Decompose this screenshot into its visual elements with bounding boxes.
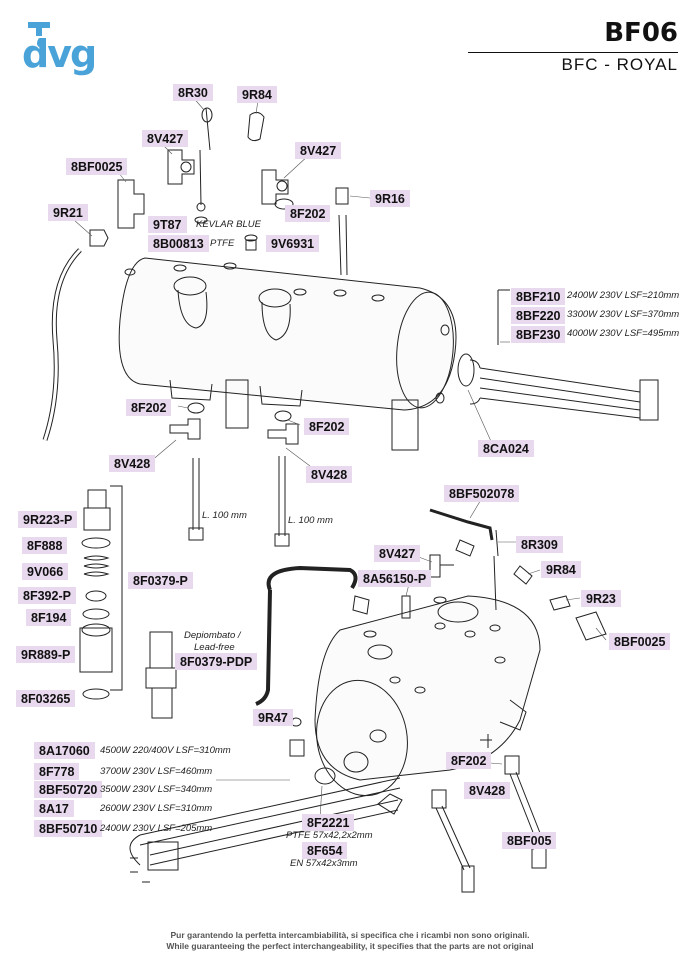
part-label-8CA024: 8CA024 <box>478 440 534 457</box>
note-8A17060: 4500W 220/400V LSF=310mm <box>100 745 231 756</box>
lower-boiler <box>129 508 607 893</box>
note-kevlar-blue: KEVLAR BLUE <box>196 219 261 230</box>
part-label-8F194: 8F194 <box>26 609 72 626</box>
part-label-8F888: 8F888 <box>22 537 68 554</box>
part-label-8F0379-PDP: 8F0379-PDP <box>175 653 258 670</box>
note-8BF210: 2400W 230V LSF=210mm <box>567 290 680 301</box>
part-label-8R30: 8R30 <box>173 84 213 101</box>
note-8F2221: PTFE 57x42,2x2mm <box>286 830 373 841</box>
part-label-8BF210: 8BF210 <box>511 288 566 305</box>
part-label-9V6931: 9V6931 <box>266 235 320 252</box>
part-label-8B00813: 8B00813 <box>148 235 209 252</box>
part-label-8F392-P: 8F392-P <box>18 587 76 604</box>
part-label-8BF50710: 8BF50710 <box>34 820 103 837</box>
note-8F778: 3700W 230V LSF=460mm <box>100 766 213 777</box>
note-8F654: EN 57x42x3mm <box>290 858 358 869</box>
part-label-8F202: 8F202 <box>285 205 331 222</box>
part-label-9V066: 9V066 <box>22 563 69 580</box>
part-label-8BF005: 8BF005 <box>502 832 557 849</box>
part-label-8V427: 8V427 <box>295 142 342 159</box>
note-depiombato: Depiombato / <box>184 630 241 641</box>
part-label-8F778: 8F778 <box>34 763 80 780</box>
part-label-8F654: 8F654 <box>302 842 348 859</box>
part-label-9R23: 9R23 <box>581 590 621 607</box>
note-ptfe: PTFE <box>210 238 235 249</box>
part-label-8F202: 8F202 <box>446 752 492 769</box>
upper-boiler <box>118 257 457 451</box>
part-label-8BF0025: 8BF0025 <box>66 158 128 175</box>
footer-disclaimer-it: Pur garantendo la perfetta intercambiabi… <box>170 930 530 940</box>
part-label-8BF230: 8BF230 <box>511 326 566 343</box>
part-label-8V428: 8V428 <box>306 466 353 483</box>
header-rule <box>468 52 678 53</box>
note-8BF220: 3300W 230V LSF=370mm <box>567 309 680 320</box>
part-label-9R223-P: 9R223-P <box>18 511 78 528</box>
part-label-8V427: 8V427 <box>142 130 189 147</box>
part-label-8A56150-P: 8A56150-P <box>358 570 432 587</box>
note-8BF50720: 3500W 230V LSF=340mm <box>100 784 213 795</box>
part-label-9R47: 9R47 <box>253 709 293 726</box>
part-label-8F202: 8F202 <box>126 399 172 416</box>
part-label-8R309: 8R309 <box>516 536 563 553</box>
part-label-8A17060: 8A17060 <box>34 742 95 759</box>
note-8A17: 2600W 230V LSF=310mm <box>100 803 213 814</box>
part-label-8BF0025: 8BF0025 <box>609 633 671 650</box>
faucet-drop-icon <box>28 22 50 47</box>
part-label-9R16: 9R16 <box>370 190 410 207</box>
note-length-100mm: L. 100 mm <box>202 510 247 521</box>
note-8BF230: 4000W 230V LSF=495mm <box>567 328 680 339</box>
part-label-8F202: 8F202 <box>304 418 350 435</box>
part-label-8V427: 8V427 <box>374 545 421 562</box>
part-label-8F2221: 8F2221 <box>302 814 355 831</box>
part-label-8A17: 8A17 <box>34 800 74 817</box>
footer-disclaimer-en: While guaranteeing the perfect interchan… <box>166 941 534 951</box>
part-label-9R889-P: 9R889-P <box>16 646 76 663</box>
part-label-9R84: 9R84 <box>541 561 581 578</box>
part-label-9T87: 9T87 <box>148 216 187 233</box>
note-8BF50710: 2400W 230V LSF=205mm <box>100 823 213 834</box>
note-lead-free: Lead-free <box>194 642 235 653</box>
part-label-8F0379-P: 8F0379-P <box>128 572 193 589</box>
note-length-100mm: L. 100 mm <box>288 515 333 526</box>
part-label-8BF502078: 8BF502078 <box>444 485 520 502</box>
part-label-8BF50720: 8BF50720 <box>34 781 103 798</box>
part-label-8V428: 8V428 <box>109 455 156 472</box>
upper-fittings <box>42 107 659 547</box>
part-label-9R84: 9R84 <box>237 86 277 103</box>
logo-text: dvg <box>22 32 97 76</box>
model-name: BFC - ROYAL <box>561 55 678 74</box>
part-label-9R21: 9R21 <box>48 204 88 221</box>
part-label-8V428: 8V428 <box>464 782 511 799</box>
pressostat-stack <box>79 485 177 719</box>
brand-logo <box>18 18 88 82</box>
part-label-8BF220: 8BF220 <box>511 307 566 324</box>
part-label-8F03265: 8F03265 <box>16 690 76 707</box>
model-header: BF06 BFC - ROYAL <box>468 18 678 75</box>
model-code: BF06 <box>604 18 678 48</box>
